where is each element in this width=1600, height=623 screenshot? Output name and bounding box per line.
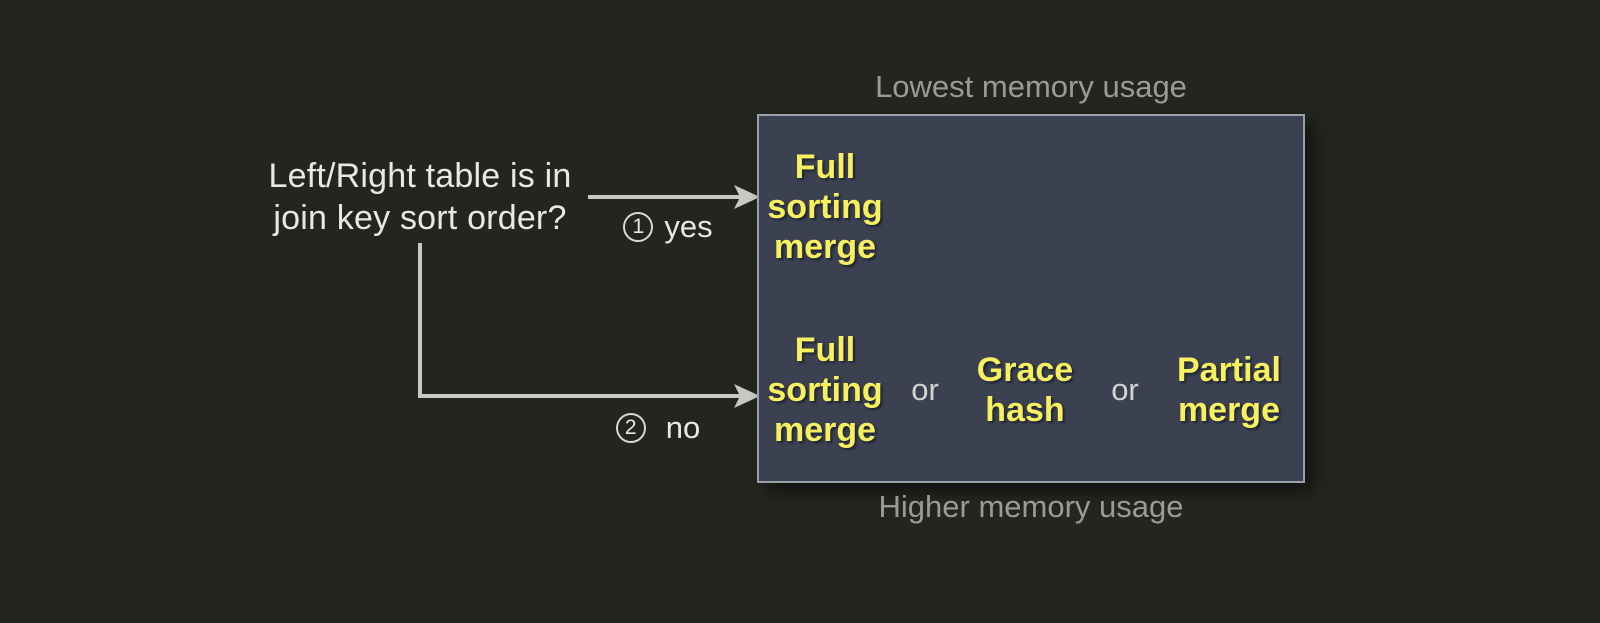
or-separator-2: or <box>1111 371 1139 407</box>
question-text: Left/Right table is in join key sort ord… <box>245 155 595 239</box>
question-line1: Left/Right table is in <box>268 157 572 195</box>
algorithm-grace-hash: Grace hash <box>976 350 1074 429</box>
yes-arrow <box>588 185 760 209</box>
question-line2: join key sort order? <box>273 199 567 237</box>
yes-label: yes <box>664 209 713 244</box>
branch-label-yes: 1 yes <box>598 207 738 247</box>
lowest-memory-caption: Lowest memory usage <box>875 69 1187 104</box>
circled-1-icon: 1 <box>623 212 654 242</box>
or-separator-1: or <box>911 371 939 407</box>
algorithm-full-sorting-merge-sorted: Full sorting merge <box>767 148 883 267</box>
algorithm-partial-merge: Partial merge <box>1176 350 1281 429</box>
no-arrow <box>418 243 760 408</box>
no-label: no <box>665 410 701 445</box>
unsorted-algorithms-row: Full sorting merge or Grace hash or Part… <box>759 299 1303 482</box>
join-algorithms-box: Full sorting merge Full sorting merge or… <box>757 114 1305 483</box>
higher-memory-caption: Higher memory usage <box>878 489 1184 524</box>
sorted-algorithms-row: Full sorting merge <box>759 116 1303 299</box>
branch-label-no: 2 no <box>588 408 728 448</box>
algorithm-full-sorting-merge-unsorted: Full sorting merge <box>767 330 883 449</box>
circled-2-icon: 2 <box>615 413 646 443</box>
